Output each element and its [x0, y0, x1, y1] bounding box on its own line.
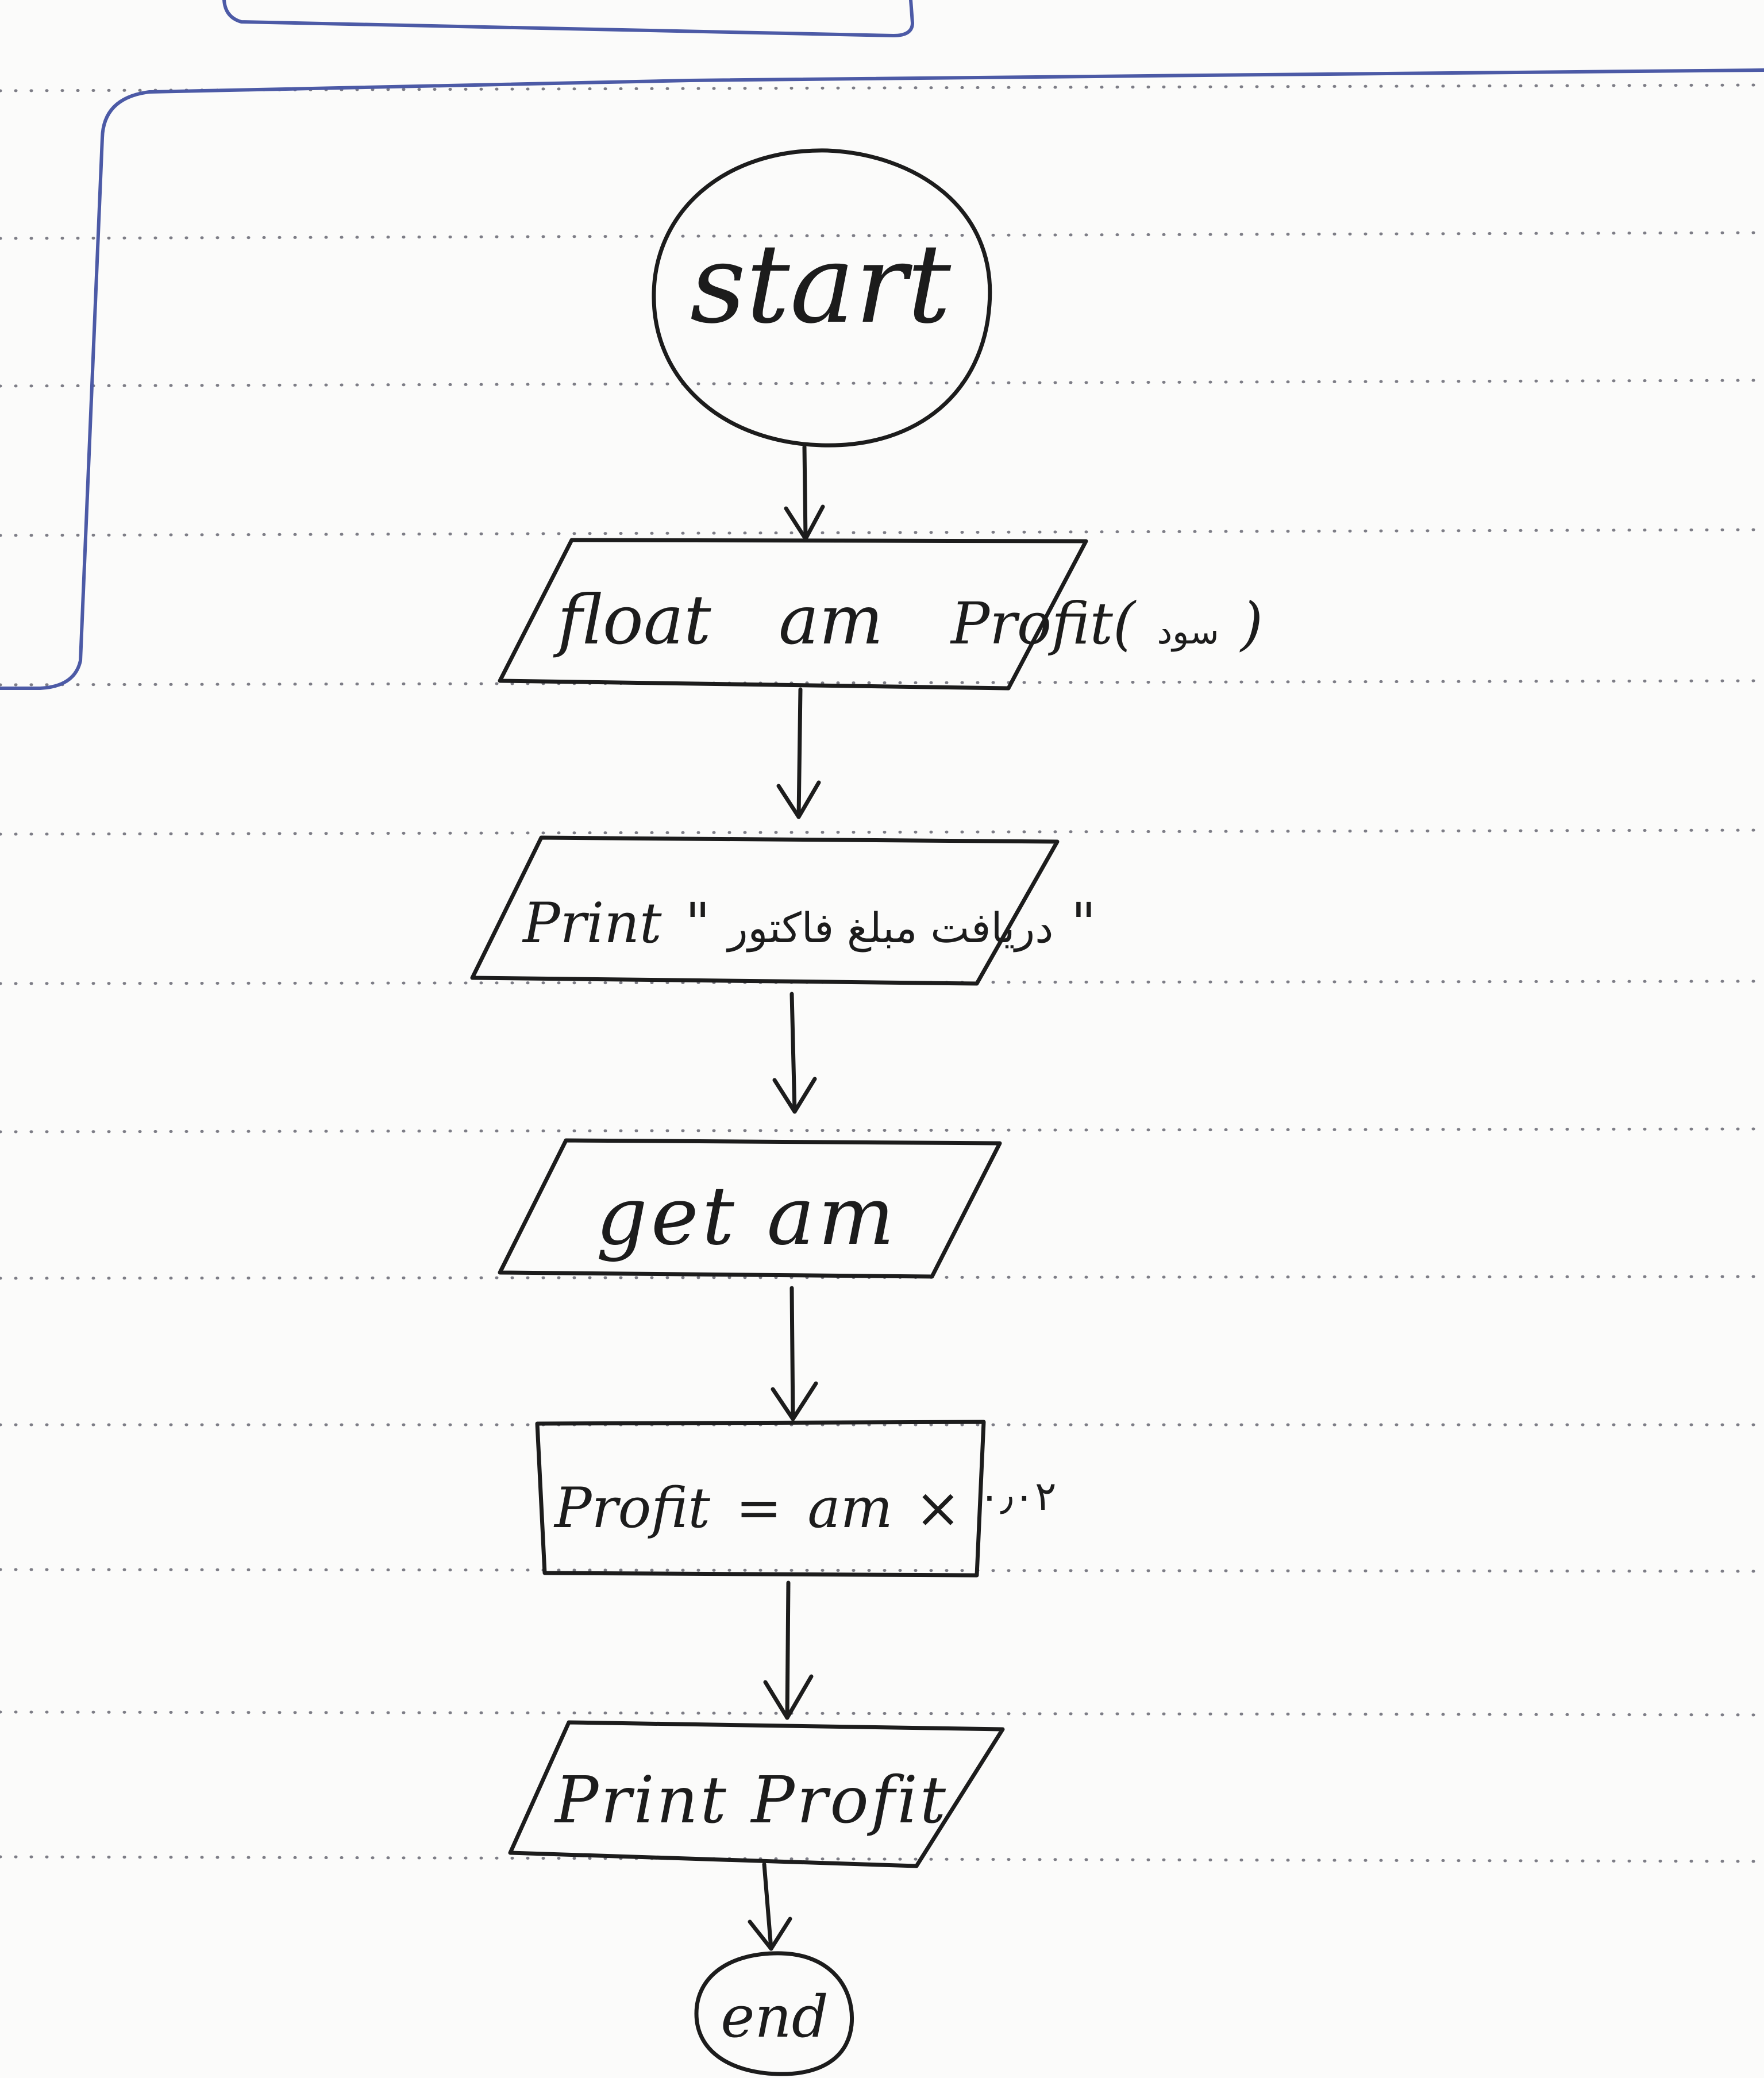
declare-label-note: سود	[1157, 612, 1219, 652]
flowchart-nodes: start float am Profit( سود ) Print "	[470, 148, 1263, 2076]
node-start: start	[652, 148, 992, 448]
node-compute: Profit = am × ۰٫۰۲	[535, 1420, 1057, 1578]
margin-border	[0, 0, 1764, 690]
arrow-compute-to-output	[763, 1580, 814, 1720]
declare-label-var-am: am	[779, 580, 883, 660]
arrow-prompt-to-input	[772, 992, 817, 1114]
ruled-line	[0, 231, 1764, 240]
compute-label-times: ×	[915, 1476, 961, 1540]
start-label: start	[690, 221, 952, 348]
margin-frame-line	[0, 68, 1764, 690]
compute-label: Profit = am × ۰٫۰۲	[553, 1472, 1057, 1540]
node-input: get am	[498, 1138, 1002, 1279]
prompt-label-keyword: Print	[522, 891, 662, 955]
ruled-line	[0, 1855, 1764, 1863]
output-label: Print Profit	[554, 1763, 948, 1838]
compute-label-lhs: Profit	[553, 1476, 710, 1540]
declare-label-close: )	[1239, 590, 1263, 657]
ruled-line	[0, 379, 1764, 388]
prompt-parallelogram	[470, 835, 1060, 986]
prompt-label: Print " دریافت مبلغ فاکتور "	[522, 891, 1096, 955]
node-end: end	[694, 1951, 854, 2076]
output-parallelogram	[508, 1720, 1005, 1868]
arrow-input-to-compute	[771, 1286, 818, 1421]
declare-label-var-profit: Profit(	[950, 590, 1137, 657]
declare-parallelogram	[498, 538, 1088, 691]
compute-label-equals: =	[735, 1476, 781, 1540]
arrow-output-to-end	[748, 1862, 792, 1951]
ruled-line	[0, 828, 1764, 836]
ruled-lines	[0, 83, 1764, 1863]
prompt-label-text: دریافت مبلغ فاکتور	[726, 904, 1053, 953]
previous-box-edge	[222, 0, 914, 37]
prompt-label-quote-close: "	[1071, 891, 1096, 955]
declare-label-type: float	[553, 580, 711, 660]
end-circle	[694, 1951, 854, 2076]
arrow-start-to-declare	[784, 445, 825, 541]
ruled-line	[0, 679, 1764, 687]
arrow-declare-to-prompt	[776, 687, 821, 819]
prompt-label-quote-open: "	[685, 891, 710, 955]
declare-label: float am Profit( سود )	[553, 580, 1263, 660]
input-label: get am	[596, 1170, 898, 1263]
ruled-line	[0, 1127, 1764, 1134]
node-output: Print Profit	[508, 1720, 1005, 1868]
node-declare: float am Profit( سود )	[498, 538, 1263, 691]
compute-rectangle	[535, 1420, 986, 1578]
ruled-line	[0, 1275, 1764, 1280]
compute-label-am: am	[807, 1476, 892, 1540]
start-circle	[652, 148, 992, 448]
compute-label-rate: ۰٫۰۲	[979, 1472, 1057, 1520]
input-parallelogram	[498, 1138, 1002, 1279]
node-prompt: Print " دریافت مبلغ فاکتور "	[470, 835, 1096, 986]
ruled-line	[0, 1568, 1764, 1573]
ruled-line	[0, 528, 1764, 537]
ruled-line	[0, 1710, 1764, 1717]
end-label: end	[721, 1983, 829, 2050]
ruled-line	[0, 980, 1764, 985]
